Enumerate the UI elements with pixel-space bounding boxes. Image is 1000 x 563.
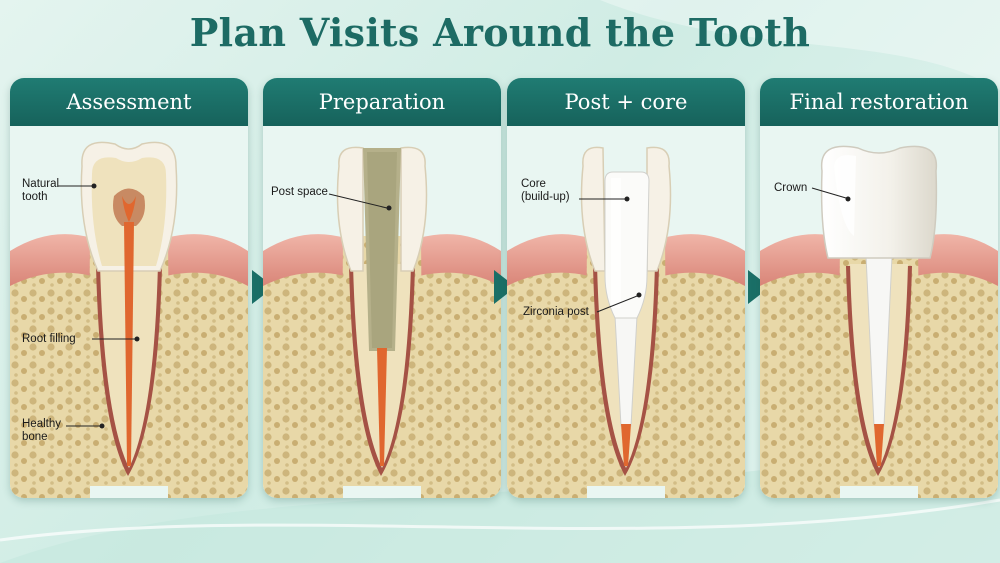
panel-final-restoration: Final restoration Crown <box>760 78 998 498</box>
label-crown: Crown <box>774 182 808 194</box>
label-post-space: Post space <box>271 186 328 198</box>
tooth-illustration-crowned <box>760 126 998 498</box>
label-core-build-up: Core (build-up) <box>521 178 570 203</box>
tooth-illustration-prepared <box>263 126 501 498</box>
panel-heading: Preparation <box>263 78 501 126</box>
leader-lines <box>328 193 392 211</box>
arrow-right-icon <box>494 270 516 304</box>
leader-lines <box>811 187 851 202</box>
tooth-illustration-post-core <box>507 126 745 498</box>
panel-heading: Post + core <box>507 78 745 126</box>
tooth-illustration-natural <box>10 126 248 498</box>
panel-heading: Assessment <box>10 78 248 126</box>
panel-assessment: Assessment Natural tooth Root filling He… <box>10 78 248 498</box>
panel-post-core: Post + core Core (build-up) Zirconia pos… <box>507 78 745 498</box>
label-natural-tooth: Natural tooth <box>22 178 60 203</box>
page-title: Plan Visits Around the Tooth <box>189 10 811 55</box>
leader-lines <box>58 183 140 429</box>
panel-preparation: Preparation Post space <box>263 78 501 498</box>
label-healthy-bone: Healthy bone <box>22 418 61 443</box>
label-zirconia-post: Zirconia post <box>523 306 589 318</box>
leader-lines <box>579 196 642 313</box>
arrow-right-icon <box>748 270 770 304</box>
label-root-filling: Root filling <box>22 333 76 345</box>
panel-heading: Final restoration <box>760 78 998 126</box>
